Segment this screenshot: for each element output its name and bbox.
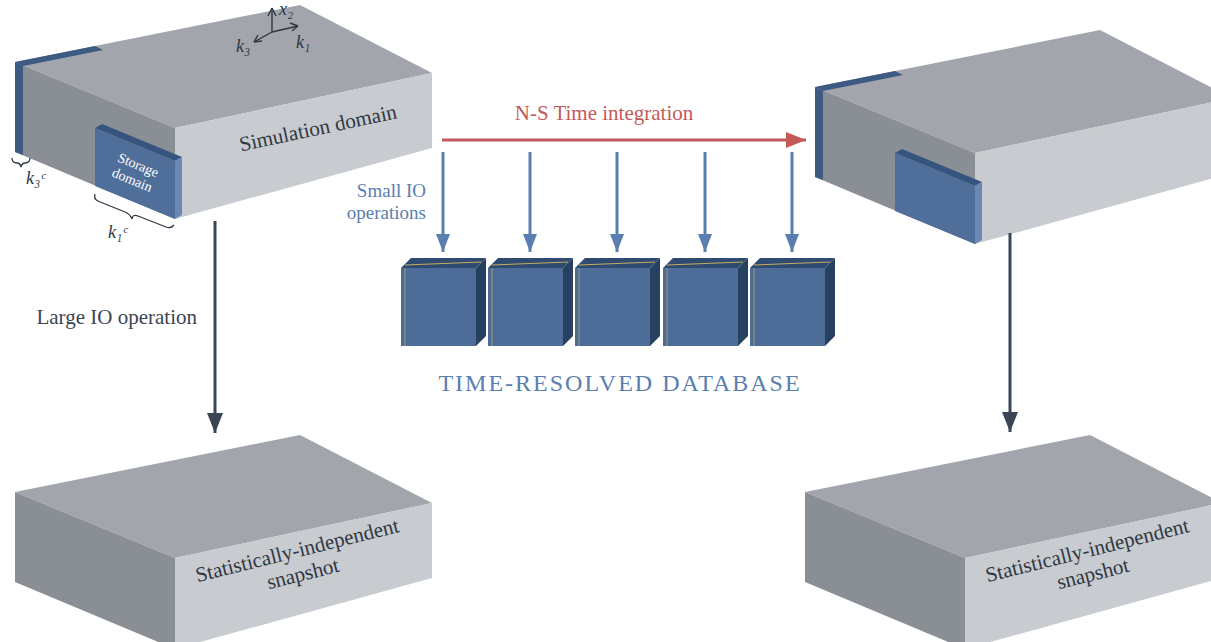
arrow-label: N-S Time integration: [515, 101, 694, 125]
domain-label: Simulation domain: [208, 93, 428, 162]
database-box: [476, 258, 486, 346]
database-box: [750, 258, 835, 268]
small-io-arrow: [442, 152, 445, 252]
axes: [268, 8, 276, 16]
simulation-slab-later: [815, 30, 1211, 244]
database-box: [575, 258, 660, 268]
small-io-arrow: [616, 152, 619, 252]
axes: [254, 35, 262, 42]
database-box: [667, 268, 668, 346]
box-label: Storage domain: [92, 143, 178, 203]
axis-label: x₂: [279, 0, 293, 20]
axis-label: k₃: [236, 36, 250, 57]
database-box: [492, 262, 568, 265]
database-box: [825, 258, 835, 346]
database-box: [650, 258, 660, 346]
database-title: TIME-RESOLVED DATABASE: [438, 370, 801, 398]
snapshot-slab: [805, 435, 1211, 642]
database-box: [667, 262, 743, 265]
database-box: [401, 258, 835, 346]
large-io-arrow: [1009, 233, 1012, 432]
snapshot-slab: [15, 435, 432, 642]
database-box: [579, 262, 655, 265]
simulation-slab: [15, 46, 182, 219]
arrow-label: Large IO operation: [34, 305, 199, 330]
dimension-label: k₁ᶜ: [108, 222, 127, 243]
database-box: [750, 268, 825, 346]
simulation-slab-later: [895, 153, 975, 244]
snapshot-slab: [15, 435, 432, 642]
axes: [271, 8, 272, 32]
database-box: [663, 268, 738, 346]
database-box: [401, 258, 486, 268]
database-box: [579, 268, 580, 346]
small-io-arrow: [529, 152, 532, 252]
storage-domain-box: Storage domain: [95, 128, 175, 219]
simulation-slab-later: [815, 30, 1211, 244]
database-box: [488, 268, 563, 346]
database-box: [663, 258, 748, 268]
database-box: [401, 268, 476, 346]
domain-slab: Statistically-independent snapshot: [805, 435, 1211, 642]
small-io-arrow: [791, 152, 794, 252]
small-io-arrow: [704, 152, 707, 252]
axes: [290, 23, 298, 31]
time-integration-arrow: [442, 140, 806, 141]
arrow-label: Small IO operations: [316, 180, 426, 224]
database-box: [754, 262, 830, 265]
domain-slab: Statistically-independent snapshot: [15, 435, 432, 642]
database-box: [738, 258, 748, 346]
small-io-arrow: [443, 152, 792, 252]
io-arrow: [214, 221, 217, 433]
domain-label: Statistically-independent snapshot: [183, 511, 418, 613]
large-io-arrow: [1010, 233, 1011, 432]
axes: [254, 32, 272, 42]
axis-label: k₁: [296, 32, 310, 53]
brace: [12, 158, 30, 167]
database-box: [405, 268, 406, 346]
database-box: [492, 268, 493, 346]
database-box: [575, 268, 650, 346]
dimension-label: k₃ᶜ: [26, 168, 45, 189]
snapshot-slab: [805, 435, 1211, 642]
database-box: [563, 258, 573, 346]
database-box: [488, 258, 573, 268]
database-box: [405, 262, 481, 265]
simulation-slab-later: [815, 71, 982, 244]
time-integration-arrow: [442, 139, 806, 142]
domain-label: Statistically-independent snapshot: [973, 511, 1208, 613]
database-box: [754, 268, 755, 346]
